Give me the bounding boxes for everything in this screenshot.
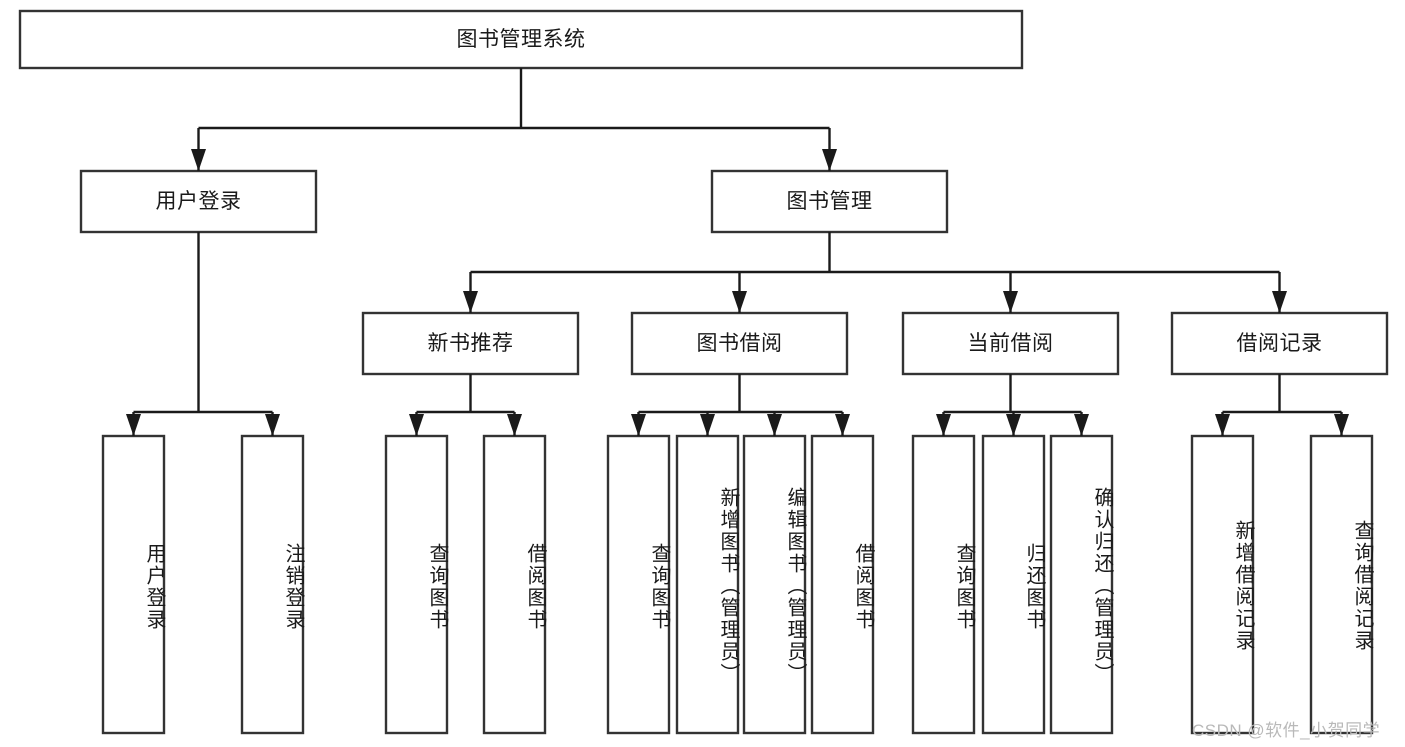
node-box-leaf-query-book-1 xyxy=(384,434,449,735)
node-boxes-layer xyxy=(18,9,1389,735)
node-box-leaf-query-borrow-record xyxy=(1309,434,1374,735)
node-box-leaf-query-book-2 xyxy=(606,434,671,735)
arrow-head-icon-leaf-borrow-book-2 xyxy=(835,414,850,436)
node-box-book-borrow xyxy=(630,311,849,376)
node-box-leaf-add-borrow-record xyxy=(1190,434,1255,735)
node-box-leaf-return-book xyxy=(981,434,1046,735)
node-box-leaf-borrow-book-1 xyxy=(482,434,547,735)
arrow-head-icon-leaf-return-book xyxy=(1006,414,1021,436)
arrow-head-icon-leaf-confirm-return-admin xyxy=(1074,414,1089,436)
arrow-head-icon-leaf-add-borrow-record xyxy=(1215,414,1230,436)
node-box-new-book-recommend xyxy=(361,311,580,376)
arrow-head-icon-leaf-query-book-3 xyxy=(936,414,951,436)
arrow-head-icon-leaf-logout-login xyxy=(265,414,280,436)
node-box-leaf-query-book-3 xyxy=(911,434,976,735)
arrow-head-icon-book-borrow xyxy=(732,291,747,313)
arrow-head-icon-leaf-query-borrow-record xyxy=(1334,414,1349,436)
watermark: CSDN @软件_小贺同学 xyxy=(1192,721,1381,740)
arrow-head-icon-leaf-user-login xyxy=(126,414,141,436)
arrow-head-icon-leaf-query-book-2 xyxy=(631,414,646,436)
arrow-head-icon-leaf-borrow-book-1 xyxy=(507,414,522,436)
arrow-head-icon-book-management xyxy=(822,149,837,171)
node-box-leaf-confirm-return-admin xyxy=(1049,434,1114,735)
node-box-leaf-add-book-admin xyxy=(675,434,740,735)
node-box-current-borrow xyxy=(901,311,1120,376)
node-box-leaf-logout-login xyxy=(240,434,305,735)
arrow-head-icon-leaf-add-book-admin xyxy=(700,414,715,436)
node-box-leaf-edit-book-admin xyxy=(742,434,807,735)
arrow-head-icon-leaf-query-book-1 xyxy=(409,414,424,436)
arrow-head-icon-borrow-record xyxy=(1272,291,1287,313)
node-box-root xyxy=(18,9,1024,70)
node-box-borrow-record xyxy=(1170,311,1389,376)
arrow-head-icon-user-login xyxy=(191,149,206,171)
arrow-head-icon-leaf-edit-book-admin xyxy=(767,414,782,436)
node-box-book-management xyxy=(710,169,949,234)
arrow-head-icon-current-borrow xyxy=(1003,291,1018,313)
connectors-layer xyxy=(126,68,1349,436)
node-box-leaf-borrow-book-2 xyxy=(810,434,875,735)
arrow-head-icon-new-book-recommend xyxy=(463,291,478,313)
node-box-user-login xyxy=(79,169,318,234)
node-box-leaf-user-login xyxy=(101,434,166,735)
